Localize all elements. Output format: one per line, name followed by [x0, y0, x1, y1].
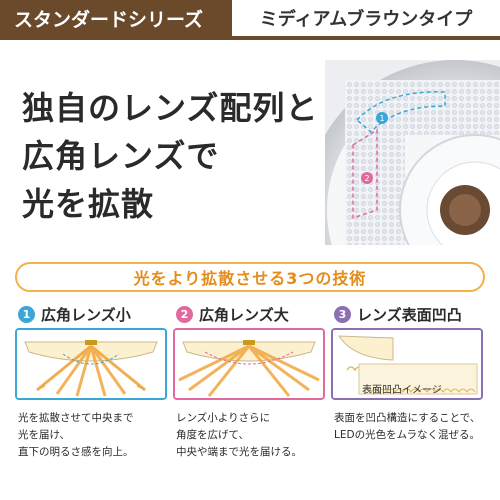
lens-closeup-photo: 1 2	[305, 60, 500, 360]
feature-desc-1-line-1: 光を拡散させて中央まで	[18, 412, 134, 424]
feature-desc-1: 光を拡散させて中央まで 光を届け、 直下の明るさ感を向上。	[18, 410, 134, 461]
feature-desc-3: 表面を凹凸構造にすることで、 LEDの光色をムラなく混ぜる。	[334, 410, 480, 444]
photo-marker-1	[376, 112, 388, 124]
feature-desc-3-line-1: 表面を凹凸構造にすることで、	[334, 412, 481, 424]
feature-desc-2-line-1: レンズ小よりさらに	[176, 412, 271, 424]
feature-title-3-label: レンズ表面凹凸	[357, 305, 462, 324]
photo-marker-1-label: 1	[379, 114, 384, 123]
headline-line-3: 光を拡散	[22, 185, 155, 223]
feature-title-1: 1 広角レンズ小	[18, 303, 131, 325]
headline-line-2: 広角レンズで	[22, 137, 220, 175]
feature-desc-1-line-3: 直下の明るさ感を向上。	[18, 446, 134, 458]
technologies-banner-label: 光をより拡散させる3つの技術	[133, 269, 367, 288]
wide-lens-large-diagram	[173, 328, 325, 400]
feature-number-2: 2	[176, 305, 193, 323]
header-divider	[0, 36, 500, 40]
surface-texture-image-label: 表面凹凸イメージ	[362, 385, 442, 396]
series-label: スタンダードシリーズ	[14, 8, 204, 31]
photo-marker-2-label: 2	[364, 174, 369, 183]
feature-title-2: 2 広角レンズ大	[176, 303, 289, 325]
wide-lens-small-diagram	[15, 328, 167, 400]
feature-title-3: 3 レンズ表面凹凸	[334, 303, 462, 325]
feature-desc-2: レンズ小よりさらに 角度を広げて、 中央や端まで光を届ける。	[176, 410, 302, 461]
series-header: スタンダードシリーズ	[0, 0, 232, 36]
feature-number-1: 1	[18, 305, 35, 323]
feature-desc-2-line-2: 角度を広げて、	[176, 429, 249, 441]
feature-title-2-label: 広角レンズ大	[199, 305, 289, 324]
photo-marker-2	[361, 172, 373, 184]
feature-desc-1-line-2: 光を届け、	[18, 429, 70, 441]
headline-line-1: 独自のレンズ配列と	[22, 89, 319, 127]
technologies-banner: 光をより拡散させる3つの技術	[15, 262, 485, 292]
feature-desc-3-line-2: LEDの光色をムラなく混ぜる。	[334, 429, 481, 441]
color-type-label: ミディアムブラウンタイプ	[259, 9, 473, 30]
headline: 独自のレンズ配列と 広角レンズで 光を拡散	[22, 84, 318, 228]
color-type-header: ミディアムブラウンタイプ	[232, 0, 500, 36]
feature-number-3: 3	[334, 305, 351, 323]
feature-desc-2-line-3: 中央や端まで光を届ける。	[176, 446, 302, 458]
lens-surface-texture-diagram	[331, 328, 483, 400]
feature-title-1-label: 広角レンズ小	[41, 305, 131, 324]
